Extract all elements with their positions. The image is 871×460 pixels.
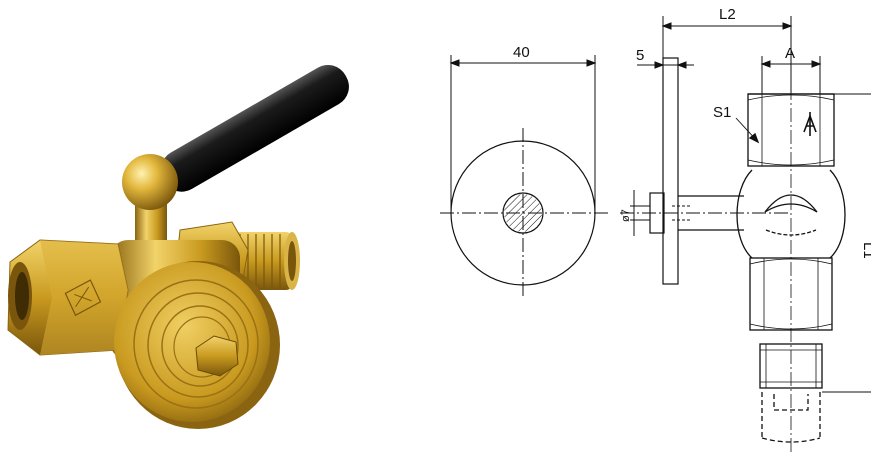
dim-label-40: 40 [513, 44, 530, 61]
dim-label-a: A [785, 45, 795, 62]
dim-l1 [822, 93, 871, 393]
inlet-hex-nut [7, 239, 129, 356]
callout-s1: S1 [713, 104, 731, 121]
stem-ball [122, 154, 178, 210]
flange-side-view [620, 57, 790, 285]
dim-label-l1: L1 [860, 242, 871, 259]
technical-drawing [440, 16, 871, 455]
dim-a [760, 56, 822, 94]
dim-label-stem-hole: ø7 [620, 209, 632, 222]
handle [160, 64, 349, 192]
valve-photo [7, 64, 349, 429]
emblem-logo [64, 279, 102, 317]
plug-hex [195, 335, 239, 377]
flange [114, 261, 280, 429]
dim-l2 [661, 16, 793, 94]
flange-front-view [440, 55, 610, 298]
dim-label-l2: L2 [719, 6, 736, 23]
dim-label-5: 5 [636, 47, 644, 64]
